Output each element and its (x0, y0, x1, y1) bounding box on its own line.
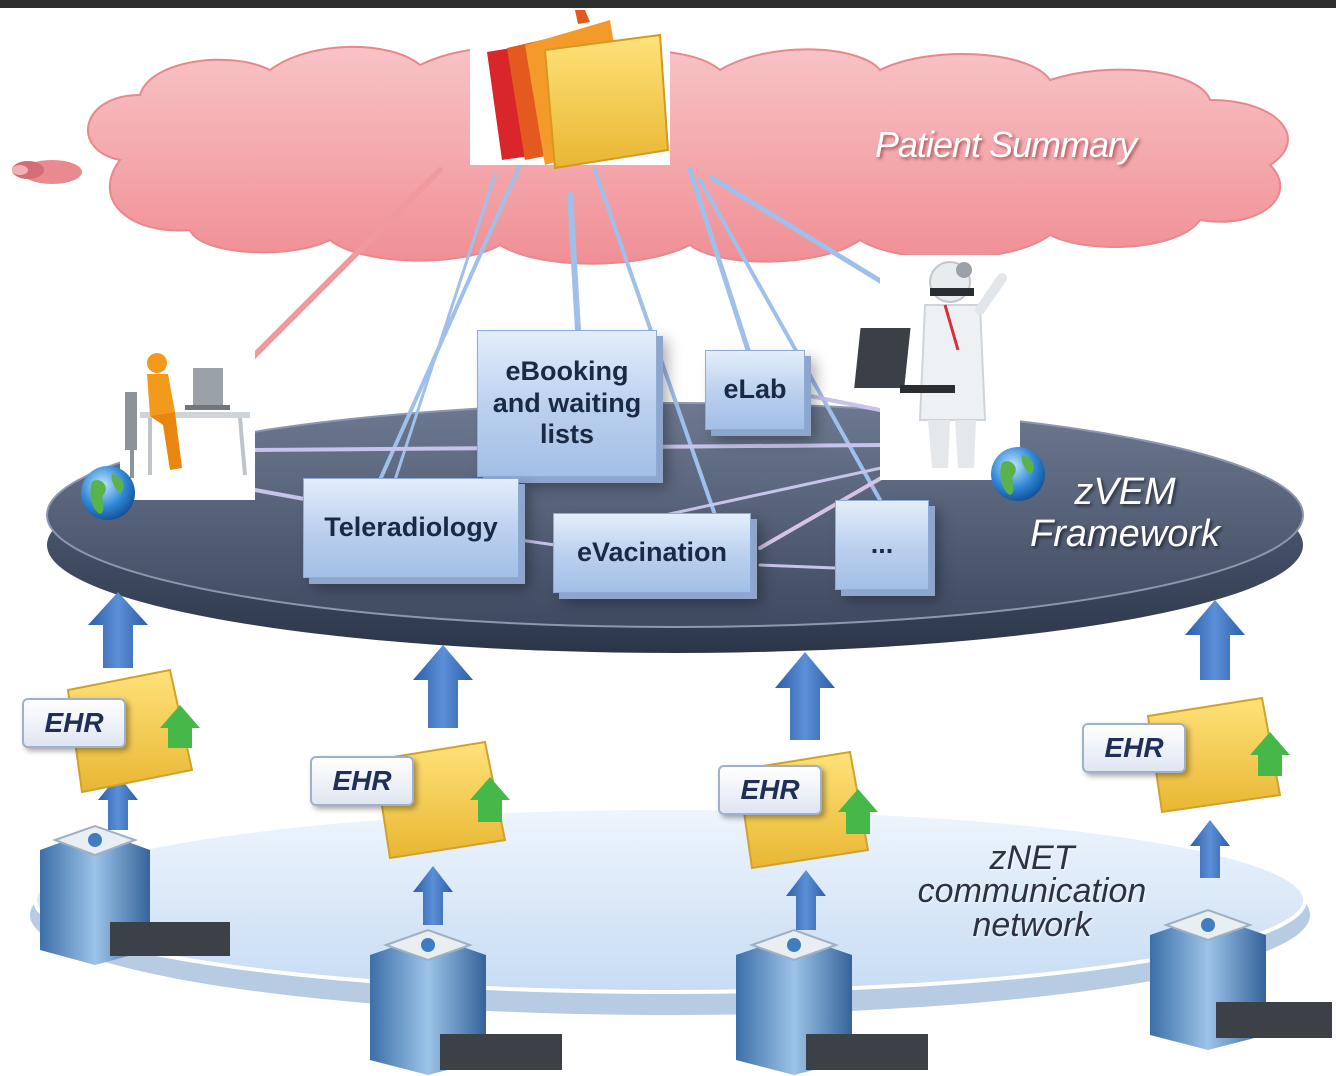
znet-label-line3: network (972, 905, 1092, 944)
ehr-label: EHR (718, 765, 822, 815)
service-evacination: eVacination (553, 513, 751, 593)
ehr-label: EHR (1082, 723, 1186, 773)
folders-icon (470, 10, 670, 170)
service-more: ... (835, 500, 929, 590)
doctor-with-laptop-icon (854, 255, 1020, 480)
patient-summary-label: Patient Summary (875, 124, 1137, 165)
connection-lines (232, 163, 911, 570)
hospital-building-icon (1150, 908, 1332, 1050)
znet-label-line1: zNET (989, 839, 1075, 877)
upload-arrow-icon (88, 592, 1245, 740)
hospital-building-icon (736, 928, 928, 1075)
service-teleradiology: Teleradiology (303, 478, 519, 578)
globe-icon (991, 447, 1045, 501)
service-ebooking: eBooking and waiting lists (477, 330, 657, 477)
title-bar (0, 0, 1336, 8)
zvem-label-line1: zVEM (1074, 471, 1176, 513)
worker-at-desk-icon (120, 350, 255, 500)
service-elab: eLab (705, 350, 805, 430)
ehr-label: EHR (22, 698, 126, 748)
hospital-building-icon (40, 824, 230, 965)
globe-icon (81, 466, 135, 520)
upload-arrow-icon (98, 775, 1230, 930)
patient-summary-cloud (12, 45, 1289, 265)
znet-label-line2: communication (917, 872, 1147, 911)
zvem-framework-label: zVEM Framework (1010, 471, 1240, 556)
znet-network-disk (30, 806, 1310, 1015)
ehr-label: EHR (310, 756, 414, 806)
znet-network-label: zNET communication network (872, 839, 1192, 944)
zvem-label-line2: Framework (1029, 512, 1221, 555)
hospital-building-icon (370, 928, 562, 1075)
